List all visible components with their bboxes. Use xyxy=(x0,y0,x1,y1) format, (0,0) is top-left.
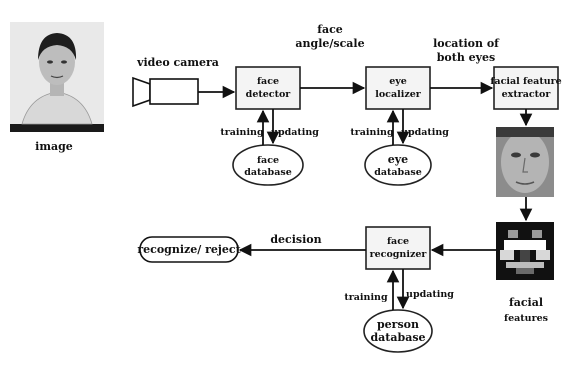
recognize-reject-box: recognize/ reject xyxy=(137,236,242,263)
facial-feature-extractor-label-line1: facial feature xyxy=(490,76,561,87)
person-database-label-line2: database xyxy=(370,331,425,344)
face-recognizer-box: face recognizer xyxy=(365,226,431,270)
cropped-face-image xyxy=(496,127,554,197)
recognize-reject-label: recognize/ reject xyxy=(137,243,241,256)
facial-features-label-line2: features xyxy=(504,313,548,324)
face-database-label-line1: face xyxy=(257,155,279,166)
face-recognizer-label-line2: recognizer xyxy=(370,249,428,260)
decision-label: decision xyxy=(270,233,321,246)
video-camera-label: video camera xyxy=(136,56,219,69)
video-camera-icon xyxy=(132,76,199,108)
face-detector-box: face detector xyxy=(235,66,301,110)
eye-localizer-label-line2: localizer xyxy=(375,89,422,100)
face-angle-scale-label-line1: face xyxy=(317,23,343,36)
eye-localizer-label-line1: eye xyxy=(389,76,407,87)
image-caption: image xyxy=(35,140,73,153)
location-both-eyes-label-line1: location of xyxy=(433,37,500,50)
person-training-label: training xyxy=(344,292,388,303)
person-database: person database xyxy=(363,309,433,353)
facial-feature-extractor-box: facial feature extractor xyxy=(490,66,562,110)
face-updating-label: updating xyxy=(271,127,319,138)
eye-updating-label: updating xyxy=(401,127,449,138)
person-updating-label: updating xyxy=(406,289,454,300)
facial-features-label-line1: facial xyxy=(509,296,543,309)
eye-database: eye database xyxy=(364,144,432,186)
facial-feature-extractor-label-line2: extractor xyxy=(502,89,552,100)
face-training-label: training xyxy=(220,127,264,138)
face-detector-label-line1: face xyxy=(257,76,279,87)
input-photo xyxy=(10,22,104,132)
face-database: face database xyxy=(232,144,304,186)
person-database-label-line1: person xyxy=(377,318,419,331)
face-recognizer-label-line1: face xyxy=(387,236,409,247)
location-both-eyes-label-line2: both eyes xyxy=(437,51,496,64)
eye-training-label: training xyxy=(350,127,394,138)
eye-database-label-line1: eye xyxy=(388,153,408,166)
face-database-label-line2: database xyxy=(244,167,292,178)
eye-database-label-line2: database xyxy=(374,167,422,178)
face-detector-label-line2: detector xyxy=(246,89,292,100)
eye-localizer-box: eye localizer xyxy=(365,66,431,110)
facial-features-image xyxy=(496,222,554,280)
face-angle-scale-label-line2: angle/scale xyxy=(295,37,364,50)
